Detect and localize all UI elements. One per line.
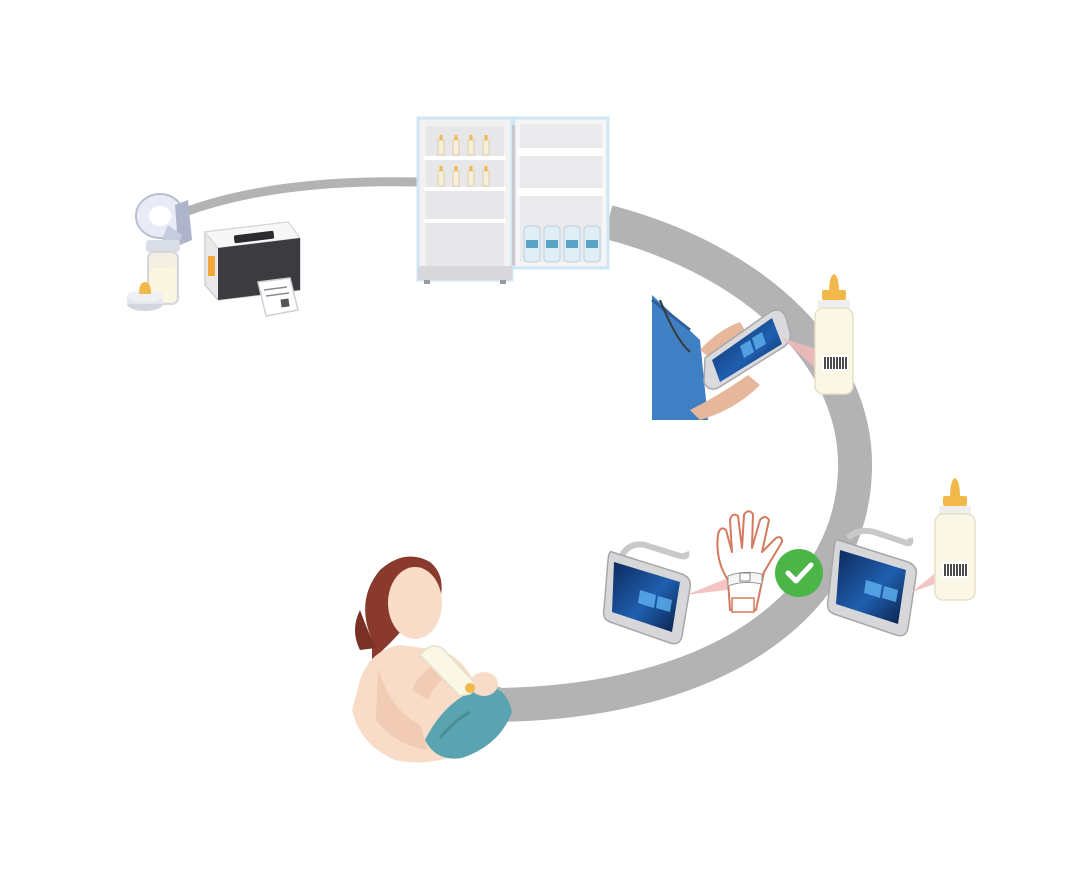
milk-bottle-icon bbox=[934, 478, 976, 601]
tablet-icon bbox=[826, 527, 918, 637]
milk-bottle-icon bbox=[146, 240, 180, 305]
milk-bottle-icon bbox=[814, 274, 854, 395]
nipple-cap-icon bbox=[127, 282, 163, 311]
flow-path-band bbox=[450, 205, 873, 723]
tablet-icon bbox=[602, 541, 692, 645]
mother-icon bbox=[352, 556, 480, 763]
barcode-icon bbox=[942, 562, 968, 578]
hand-icon bbox=[716, 510, 783, 613]
feeding-bottle-icon bbox=[419, 645, 476, 697]
tablet-icon bbox=[703, 309, 792, 390]
flow-path-thin bbox=[180, 177, 425, 217]
nurse-icon bbox=[651, 295, 760, 420]
refrigerator-icon bbox=[416, 116, 610, 284]
flow-path bbox=[180, 177, 873, 723]
baby-icon bbox=[425, 672, 512, 759]
barcode-icon bbox=[822, 355, 848, 371]
door-bottles bbox=[523, 225, 601, 263]
check-icon bbox=[775, 549, 823, 597]
printed-label-icon bbox=[257, 277, 299, 317]
wristband-icon bbox=[727, 571, 763, 587]
